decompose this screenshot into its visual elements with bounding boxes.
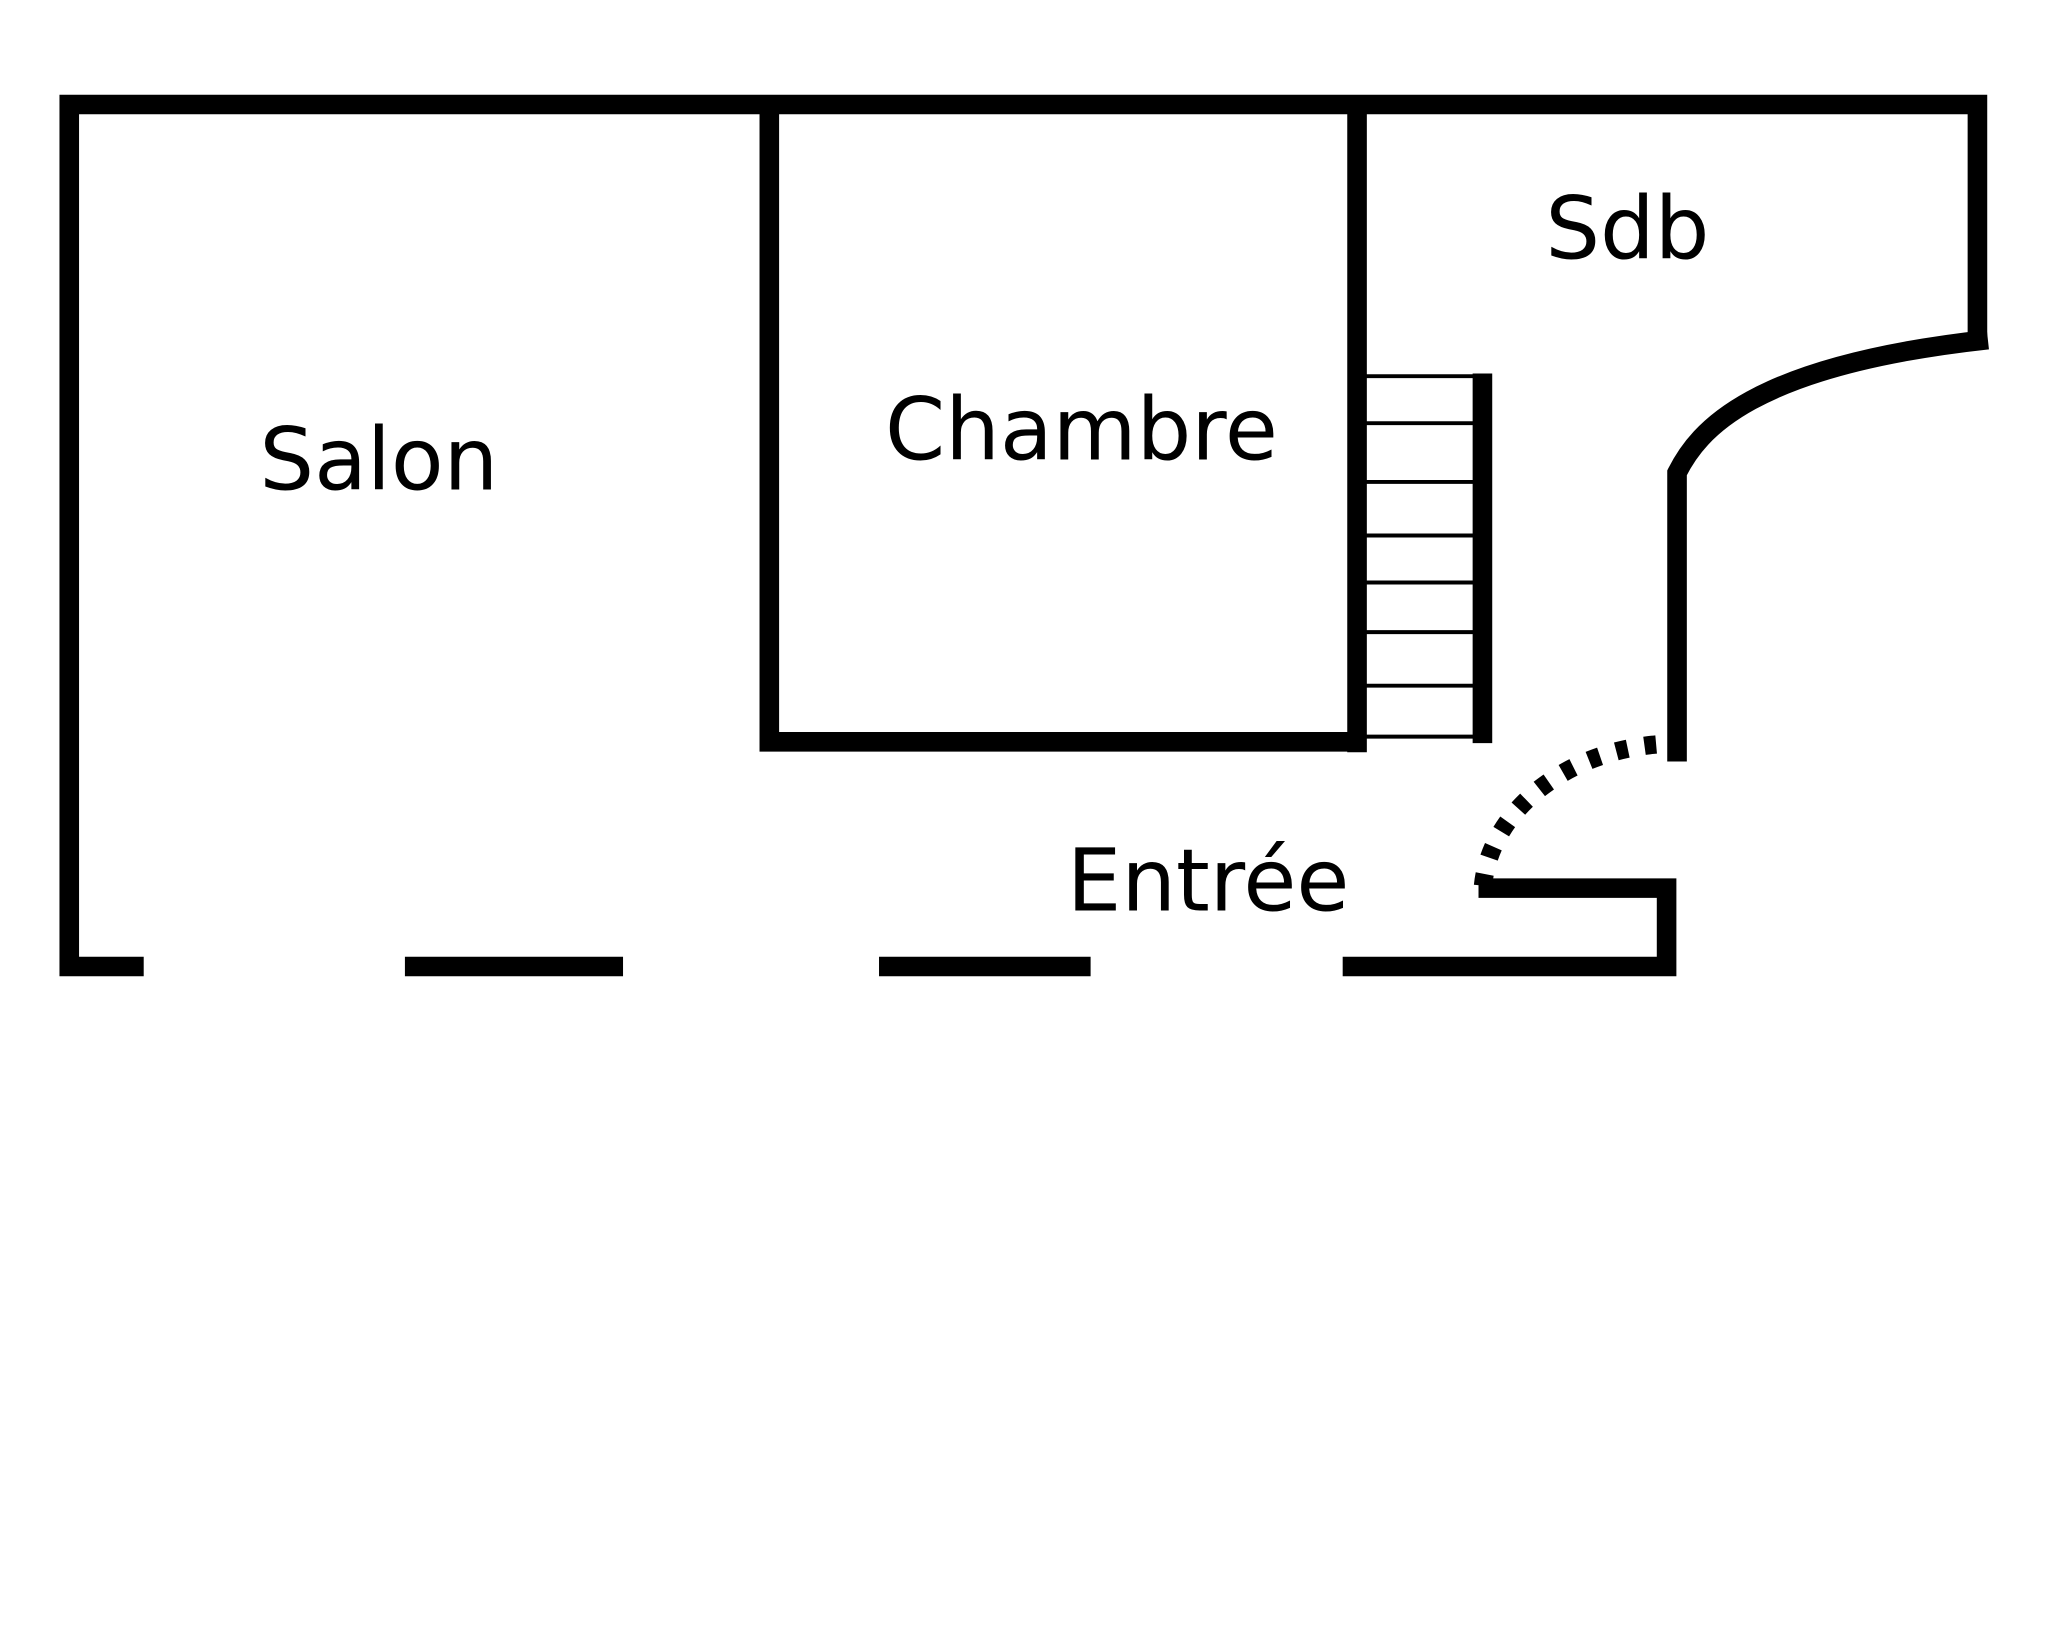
outer-wall <box>59 94 1988 977</box>
chambre-wall <box>759 104 1367 752</box>
room-label-salon: Salon <box>259 411 498 511</box>
room-label-chambre: Chambre <box>885 381 1278 481</box>
door-swing-arc <box>1473 735 1657 896</box>
entry-wall <box>1342 878 1677 977</box>
room-label-sdb: Sdb <box>1545 180 1709 280</box>
staircase <box>1366 373 1493 744</box>
walls <box>59 94 1989 977</box>
bathroom-curved-wall <box>1667 329 1989 762</box>
room-label-entree: Entrée <box>1067 831 1349 931</box>
